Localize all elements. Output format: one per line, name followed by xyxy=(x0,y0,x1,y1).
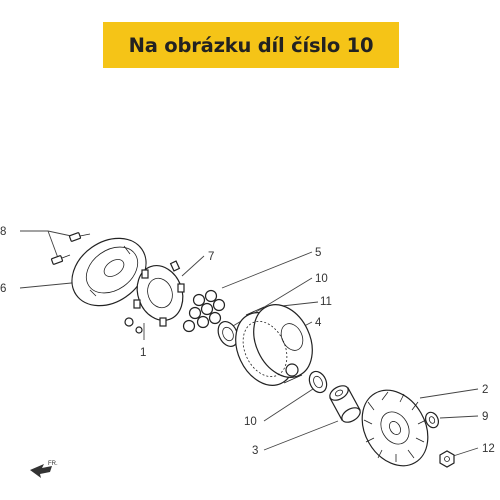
front-direction-label: FR. xyxy=(48,461,58,467)
variator-pulley-part-4 xyxy=(235,304,313,386)
washer-part-9 xyxy=(424,411,440,429)
bushing-part-3 xyxy=(329,385,361,423)
callout-10-top: 10 xyxy=(315,273,328,285)
callout-labels: 8 7 5 10 11 6 4 1 2 9 10 3 12 xyxy=(0,226,495,457)
ramp-plate-part-7 xyxy=(124,260,185,334)
seal-ring-part-10-bottom xyxy=(308,370,328,394)
fan-pulley-part-2 xyxy=(361,389,429,467)
callout-5: 5 xyxy=(315,247,321,259)
callout-11: 11 xyxy=(320,296,332,308)
callout-12: 12 xyxy=(482,443,495,455)
rollers-part-5 xyxy=(182,289,226,333)
callout-10-bottom: 10 xyxy=(244,416,257,428)
screws-part-8 xyxy=(50,232,91,265)
back-plate-part-6 xyxy=(71,237,147,307)
callout-7: 7 xyxy=(208,251,214,263)
callout-1: 1 xyxy=(140,347,146,359)
callout-4: 4 xyxy=(315,317,322,329)
callout-6: 6 xyxy=(0,283,6,295)
callout-3: 3 xyxy=(252,445,258,457)
front-direction-arrow-icon: FR. xyxy=(30,461,58,478)
nut-part-12 xyxy=(439,450,455,468)
callout-2: 2 xyxy=(482,384,488,396)
callout-8: 8 xyxy=(0,226,6,238)
seal-ring-part-10-top xyxy=(217,321,239,347)
part-number-banner: Na obrázku díl číslo 10 xyxy=(103,22,399,68)
callout-9: 9 xyxy=(482,411,488,423)
banner-text: Na obrázku díl číslo 10 xyxy=(128,33,374,57)
